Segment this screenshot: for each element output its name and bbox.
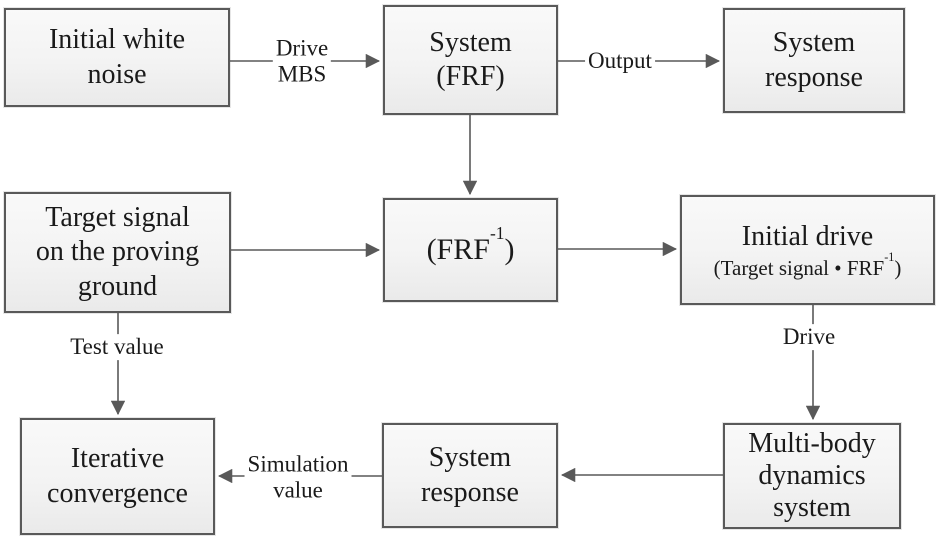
frf-inverse-text: (FRF-1) — [426, 223, 515, 266]
edge-label-drive: Drive — [779, 324, 839, 350]
box-frf-inverse: (FRF-1) — [383, 198, 558, 302]
edge-label-drive-mbs: Drive MBS — [272, 35, 332, 87]
box-multibody-dynamics: Multi-body dynamics system — [723, 423, 901, 529]
box-initial-drive: Initial drive (Target signal • FRF-1) — [680, 195, 935, 305]
box-target-signal: Target signal on the proving ground — [4, 192, 231, 313]
initial-drive-subtitle: (Target signal • FRF-1) — [713, 249, 902, 280]
box-system-frf: System (FRF) — [383, 5, 558, 115]
edge-label-simulation-value: Simulation value — [244, 451, 352, 503]
edge-label-test-value: Test value — [67, 334, 167, 360]
edge-label-output: Output — [585, 48, 655, 74]
initial-drive-title: Initial drive — [741, 221, 874, 253]
box-initial-white-noise: Initial white noise — [4, 8, 230, 107]
box-iterative-convergence: Iterative convergence — [20, 418, 215, 535]
box-system-response-bottom: System response — [382, 423, 558, 528]
box-system-response-top: System response — [723, 8, 905, 113]
